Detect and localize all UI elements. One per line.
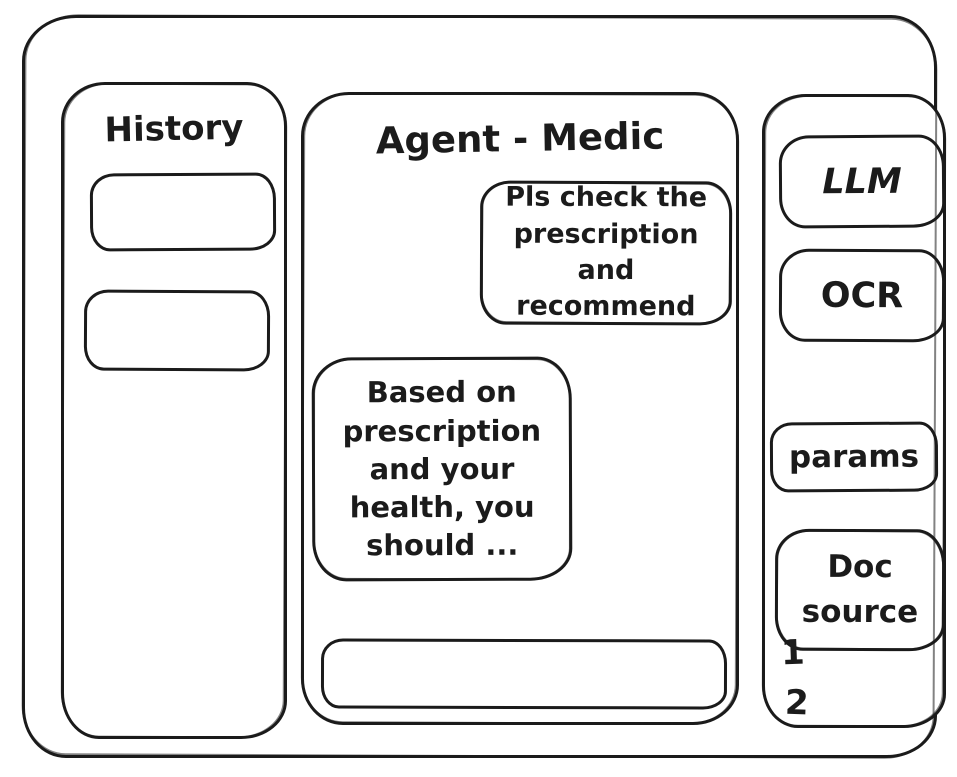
history-item[interactable] — [83, 289, 271, 372]
doc-source-item-2[interactable]: 2 — [784, 682, 810, 724]
chat-panel: Agent - Medic Pls check the prescription… — [301, 92, 739, 725]
history-panel: History — [61, 82, 287, 739]
app-window-frame: History Agent - Medic Pls check the pres… — [22, 15, 946, 758]
message-input[interactable] — [320, 638, 728, 710]
history-panel-title: History — [104, 107, 244, 151]
chat-message-user: Pls check the prescription and recommend — [479, 180, 733, 326]
ocr-button[interactable]: OCR — [778, 248, 946, 343]
chat-panel-title: Agent - Medic — [375, 114, 665, 163]
params-button[interactable]: params — [769, 421, 939, 493]
doc-source-item-1[interactable]: 1 — [780, 632, 806, 674]
tools-panel: LLM OCR params Doc source 1 2 — [762, 94, 946, 728]
chat-message-assistant: Based on prescription and your health, y… — [311, 356, 573, 582]
llm-button[interactable]: LLM — [778, 134, 946, 229]
history-item[interactable] — [89, 172, 277, 252]
